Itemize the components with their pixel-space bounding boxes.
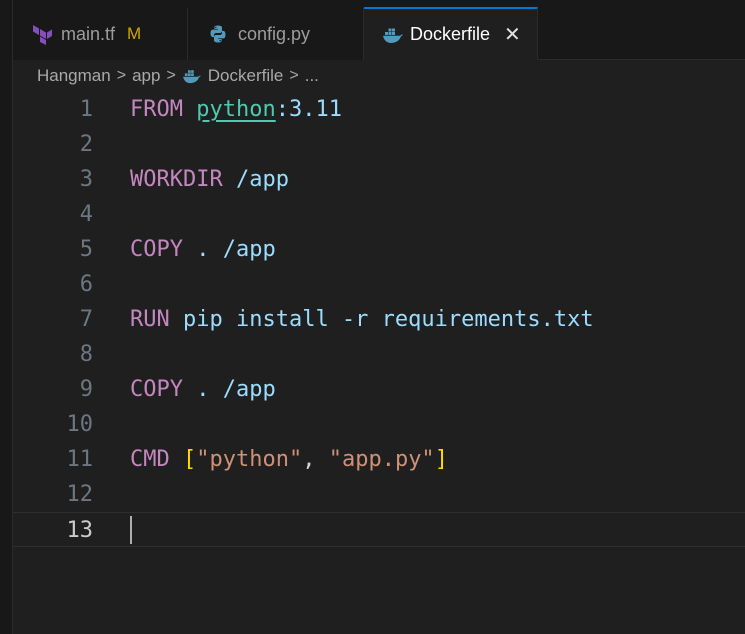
- code-line[interactable]: 12: [13, 477, 745, 512]
- docker-icon: [182, 68, 202, 84]
- docker-icon: [382, 26, 404, 44]
- code-line[interactable]: 13: [13, 512, 745, 547]
- code-token: :3.11: [275, 97, 342, 122]
- code-line[interactable]: 3 WORKDIR /app: [13, 162, 745, 197]
- code-token: CMD: [130, 447, 170, 472]
- activity-strip: [0, 0, 13, 634]
- chevron-right-icon: >: [116, 67, 127, 84]
- line-number: 7: [79, 307, 93, 332]
- code-line[interactable]: 7 RUN pip install -r requirements.txt: [13, 302, 745, 337]
- code-line[interactable]: 11 CMD ["python", "app.py"]: [13, 442, 745, 477]
- line-number: 9: [79, 377, 93, 402]
- code-token: "app.py": [328, 447, 435, 472]
- chevron-right-icon: >: [166, 67, 176, 84]
- line-content: WORKDIR /app: [130, 162, 289, 197]
- code-token: [170, 447, 183, 472]
- tab-label: config.py: [238, 23, 311, 44]
- breadcrumb-label: Dockerfile: [207, 66, 284, 85]
- tab-bar: main.tf M config.py: [13, 0, 745, 60]
- line-number: 6: [79, 272, 93, 297]
- line-content: COPY . /app: [130, 232, 276, 267]
- breadcrumb-item-app[interactable]: app: [132, 66, 161, 85]
- tab-config-py[interactable]: config.py: [188, 8, 364, 60]
- line-number: 13: [66, 518, 94, 543]
- line-number: 12: [66, 482, 94, 507]
- breadcrumb-item-hangman[interactable]: Hangman: [37, 66, 111, 85]
- code-token: WORKDIR: [130, 167, 223, 192]
- text-cursor: [130, 516, 132, 544]
- line-number: 2: [79, 132, 93, 157]
- line-number: 11: [66, 447, 94, 472]
- line-number: 8: [79, 342, 93, 367]
- code-token: COPY: [130, 377, 183, 402]
- terraform-icon: [31, 23, 53, 45]
- code-token: COPY: [130, 237, 183, 262]
- line-content: FROM python:3.11: [130, 92, 342, 127]
- code-line[interactable]: 10: [13, 407, 745, 442]
- breadcrumb-item-more[interactable]: ...: [304, 66, 319, 85]
- tab-label: main.tf: [61, 23, 116, 44]
- code-token: . /app: [182, 237, 276, 262]
- python-icon: [208, 24, 228, 44]
- code-token: RUN: [130, 307, 170, 332]
- code-line[interactable]: 5 COPY . /app: [13, 232, 745, 267]
- code-token: "python": [196, 447, 303, 472]
- tab-main-tf[interactable]: main.tf M: [13, 8, 188, 60]
- code-token: [183, 97, 196, 122]
- line-content: RUN pip install -r requirements.txt: [130, 302, 594, 337]
- code-token: ,: [302, 447, 329, 472]
- line-number: 1: [79, 97, 93, 122]
- line-number: 3: [79, 167, 93, 192]
- code-line[interactable]: 2: [13, 127, 745, 162]
- code-token: python: [196, 97, 276, 122]
- line-content: CMD ["python", "app.py"]: [130, 442, 448, 477]
- code-token: pip install -r requirements.txt: [169, 307, 594, 332]
- line-content: COPY . /app: [130, 372, 276, 407]
- code-token: ]: [434, 447, 448, 472]
- tab-label: Dockerfile: [410, 24, 491, 44]
- chevron-right-icon: >: [289, 67, 299, 84]
- breadcrumb: Hangman > app > Dockerfile > ...: [13, 60, 745, 92]
- line-number: 5: [79, 237, 93, 262]
- code-line[interactable]: 8: [13, 337, 745, 372]
- line-number: 10: [66, 412, 94, 437]
- code-token: [: [183, 447, 197, 472]
- code-line[interactable]: 6: [13, 267, 745, 302]
- breadcrumb-item-dockerfile[interactable]: Dockerfile: [182, 66, 284, 86]
- code-token: /app: [222, 167, 289, 192]
- line-number: 4: [79, 202, 93, 227]
- modified-badge: M: [127, 24, 142, 43]
- code-line[interactable]: 4: [13, 197, 745, 232]
- code-line[interactable]: 1 FROM python:3.11: [13, 92, 745, 127]
- code-line[interactable]: 9 COPY . /app: [13, 372, 745, 407]
- tab-dockerfile[interactable]: Dockerfile ✕: [364, 7, 538, 60]
- code-token: . /app: [182, 377, 276, 402]
- close-icon[interactable]: ✕: [504, 23, 521, 46]
- code-token: FROM: [130, 97, 183, 122]
